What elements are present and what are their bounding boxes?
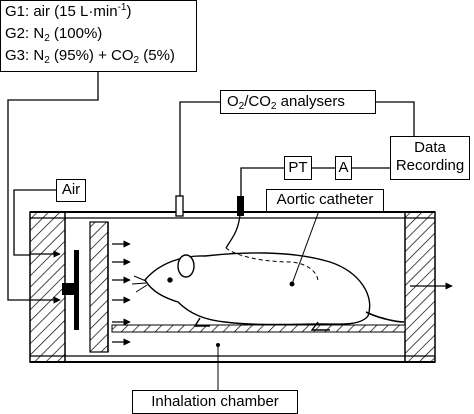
data-recording-line1: Data	[414, 139, 446, 156]
pt-box: PT	[284, 156, 312, 180]
inflow-arrows	[30, 240, 453, 346]
catheter-port	[237, 196, 244, 216]
aortic-catheter-box: Aortic catheter	[266, 189, 384, 212]
inhalation-chamber-box: Inhalation chamber	[132, 390, 298, 414]
analyser-port	[175, 195, 184, 217]
a-label: A	[338, 159, 349, 176]
pressure-line	[240, 167, 284, 196]
gas-g3-label: G3: N2 (95%) + CO2 (5%)	[5, 47, 175, 66]
left-end-plate	[29, 211, 66, 363]
rat-illustration	[131, 247, 405, 331]
air-box: Air	[56, 179, 86, 202]
a-box: A	[335, 156, 352, 180]
fan-hub	[62, 283, 78, 295]
aortic-catheter-label: Aortic catheter	[276, 191, 374, 208]
chamber-body	[29, 195, 436, 363]
air-line	[13, 189, 56, 256]
right-end-plate	[404, 211, 436, 363]
analyser-to-recording-line	[376, 101, 415, 136]
pt-label: PT	[288, 159, 308, 176]
gas-legend-box: G1: air (15 L·min-1) G2: N2 (100%) G3: N…	[0, 0, 197, 72]
gas-g1-label: G1: air (15 L·min-1)	[5, 2, 132, 21]
catheter-tube	[225, 214, 241, 249]
connection-lines	[7, 72, 415, 301]
gas-g2-label: G2: N2 (100%)	[5, 25, 103, 44]
analyser-line	[179, 101, 220, 196]
gas-supply-line	[7, 72, 99, 301]
mesh-floor	[111, 324, 406, 333]
aortic-catheter-leader	[291, 207, 321, 285]
data-recording-box: Data Recording	[390, 136, 470, 180]
analysers-box: O2/CO2 analysers	[220, 90, 376, 114]
data-recording-line2: Recording	[395, 157, 465, 174]
analysers-label: O2/CO2 analysers	[227, 93, 345, 112]
inlet-diffuser	[89, 221, 109, 353]
inhalation-chamber-label: Inhalation chamber	[151, 393, 279, 410]
air-label: Air	[61, 181, 81, 198]
